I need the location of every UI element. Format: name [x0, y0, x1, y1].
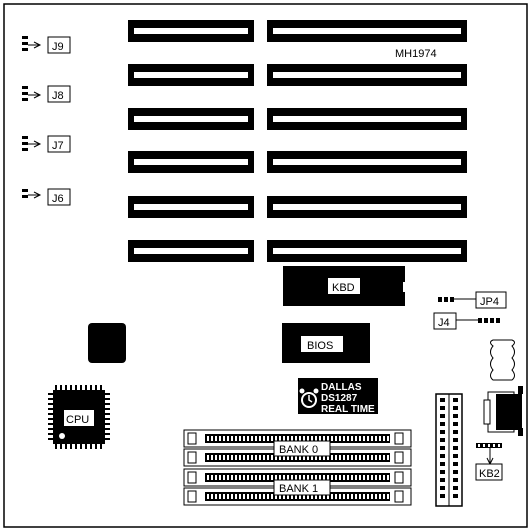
rtc-line3: REAL TIME [321, 404, 375, 415]
expansion-slot [128, 64, 254, 86]
jumper-label: J7 [52, 140, 64, 152]
jumper-j6: J6 [22, 188, 71, 206]
bank1-label-box [273, 479, 331, 496]
connector-kb2: KB2 [475, 443, 503, 481]
cpu-label: CPU [66, 414, 89, 426]
jumper-label: J6 [52, 193, 64, 205]
kbd-chip: KBD [283, 266, 409, 306]
board-id: MH1974 [395, 48, 437, 60]
simm-socket [183, 429, 412, 448]
expansion-slot [267, 20, 467, 42]
jumper-label: J8 [52, 90, 64, 102]
jumper-j7: J7 [22, 135, 71, 153]
bios-chip: BIOS [282, 323, 370, 363]
jumper-j8: J8 [22, 85, 71, 103]
clock-icon [299, 388, 319, 408]
jumper-label: JP4 [480, 296, 499, 308]
bank0-label: BANK 0 [279, 444, 318, 456]
jumper-label: J4 [438, 317, 450, 329]
jumper-label: J9 [52, 41, 64, 53]
expansion-slot [128, 20, 254, 42]
memory-banks [183, 429, 412, 506]
expansion-slot [128, 151, 254, 173]
expansion-slot [267, 64, 467, 86]
square-chip [88, 323, 126, 363]
bios-label: BIOS [307, 340, 333, 352]
vertical-connector [435, 393, 463, 507]
pin1-dot [59, 433, 65, 439]
kbd-label: KBD [332, 282, 355, 294]
jumper-jp4: JP4 [438, 291, 507, 309]
rtc-chip: DALLAS DS1287 REAL TIME [298, 378, 378, 415]
jumper-j9: J9 [22, 36, 71, 54]
expansion-slot [128, 240, 254, 262]
bank1-label: BANK 1 [279, 483, 318, 495]
simm-socket [183, 468, 412, 487]
expansion-slots-left [128, 20, 254, 262]
simm-socket [183, 448, 412, 467]
expansion-slot [128, 196, 254, 218]
expansion-slot [267, 108, 467, 130]
bank0-label-box [273, 440, 331, 457]
rtc-line1: DALLAS [321, 382, 362, 393]
kb2-label: KB2 [479, 468, 500, 480]
cpu-chip: CPU [48, 385, 110, 449]
expansion-slot [267, 151, 467, 173]
expansion-slot [267, 240, 467, 262]
simm-socket [183, 487, 412, 506]
battery [490, 339, 515, 381]
expansion-slots-right [267, 20, 467, 262]
rtc-line2: DS1287 [321, 393, 358, 404]
jumper-j4: J4 [433, 312, 500, 330]
expansion-slot [128, 108, 254, 130]
expansion-slot [267, 196, 467, 218]
keyboard-connector [483, 386, 523, 436]
